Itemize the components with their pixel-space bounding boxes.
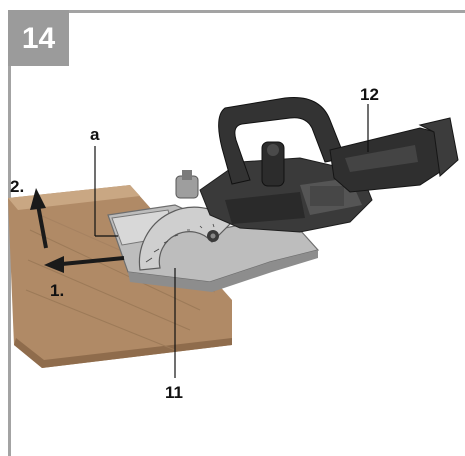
callout-a: a: [90, 125, 100, 144]
arrow-step-2: [30, 188, 48, 249]
callout-11: 11: [165, 383, 183, 402]
height-knob: [175, 170, 199, 199]
callout-step-1: 1.: [50, 281, 65, 300]
angle-scale: [138, 206, 233, 271]
callout-12: 12: [360, 85, 379, 104]
figure-number-badge: 14: [8, 10, 69, 66]
rear-grip: [329, 117, 459, 193]
arrow-step-1: [44, 256, 125, 273]
top-handle: [218, 96, 346, 187]
figure-frame-top: [8, 10, 465, 13]
callout-step-2: 2.: [10, 177, 25, 196]
